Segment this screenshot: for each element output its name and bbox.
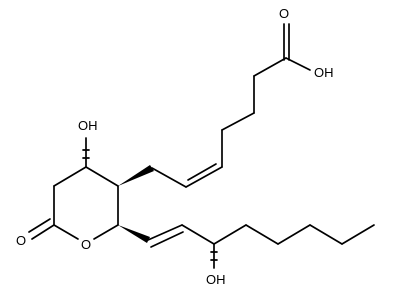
bond-side-7 [309, 224, 343, 245]
atom-label-lactone-carbonyl-o: O [16, 233, 26, 248]
stereo-wedge-chain [118, 165, 154, 186]
bond-ring-2 [85, 166, 119, 187]
bond-lactone-c-o-1 [31, 224, 55, 240]
bond-acid-c-chain [253, 57, 287, 77]
bond-chain-2 [221, 112, 255, 131]
atom-label-side-oh: OH [206, 272, 226, 287]
bond-ring-6 [93, 224, 119, 240]
bond-cis-double-2 [187, 163, 217, 181]
bond-cis-double-1 [185, 166, 223, 188]
bond-ring-5 [53, 224, 79, 240]
atom-label-acid-oh: OH [314, 65, 334, 80]
stereo-wedge-side-chain [118, 225, 150, 243]
atom-label-ring-oh: OH [78, 118, 98, 133]
bond-chain-4 [151, 167, 187, 188]
bond-side-3 [181, 224, 215, 245]
bond-lactone-c-o-2 [28, 218, 51, 233]
bond-side-8 [341, 224, 375, 245]
bond-side-2 [150, 231, 184, 248]
atom-label-acid-carbonyl-o: O [279, 6, 289, 21]
bond-side-6 [277, 224, 311, 245]
bond-side-1 [147, 224, 183, 241]
bond-acid-c-oh [285, 57, 311, 71]
bond-ring-3 [53, 166, 87, 187]
bond-side-4 [213, 224, 247, 245]
atom-label-ring-o: O [81, 237, 91, 252]
bond-side-5 [245, 224, 279, 245]
